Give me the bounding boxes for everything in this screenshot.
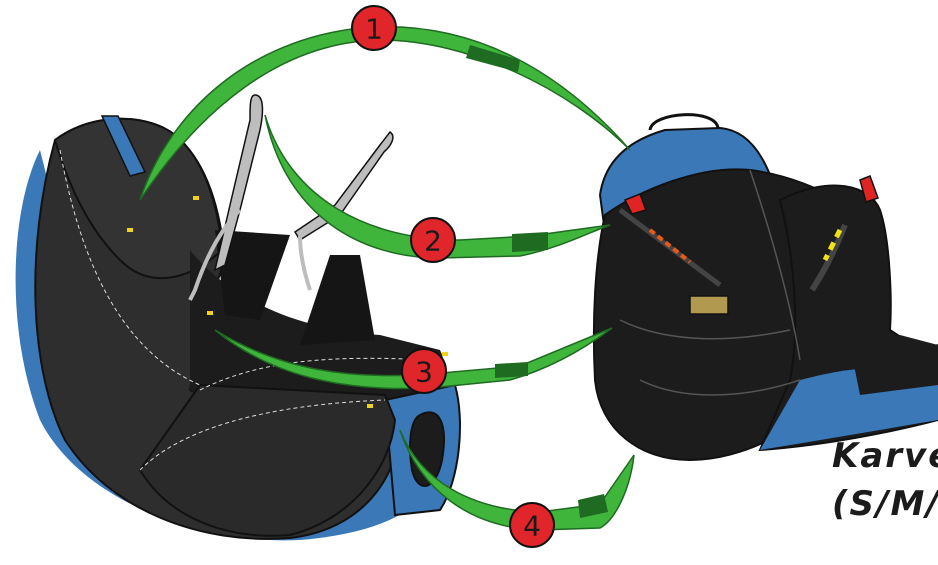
step-marker-4: 4 <box>510 503 554 547</box>
backpack-harness <box>594 115 938 460</box>
step-number: 3 <box>415 356 433 389</box>
step-marker-2: 2 <box>411 218 455 262</box>
product-caption: Karve (S/M/L <box>832 432 938 528</box>
open-harness <box>16 95 460 540</box>
step-marker-3: 3 <box>402 349 446 393</box>
caption-line-2: (S/M/L <box>832 480 938 528</box>
step-number: 1 <box>365 13 383 46</box>
step-number: 4 <box>523 510 541 543</box>
caption-line-1: Karve <box>832 432 938 480</box>
step-number: 2 <box>424 225 442 258</box>
step-marker-1: 1 <box>352 6 396 50</box>
arrow-step-1 <box>140 27 630 200</box>
